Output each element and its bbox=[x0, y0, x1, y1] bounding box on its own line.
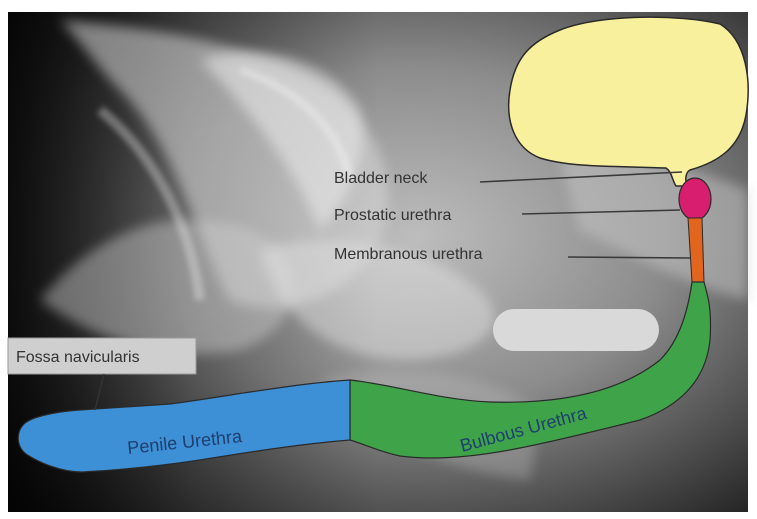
redaction-box bbox=[493, 309, 659, 351]
prostatic-urethra-label: Prostatic urethra bbox=[334, 207, 451, 224]
prostatic-urethra-region bbox=[679, 178, 711, 220]
fossa-navicularis-label: Fossa navicularis bbox=[16, 349, 140, 366]
membranous-urethra-label: Membranous urethra bbox=[334, 246, 483, 263]
bladder-neck-label: Bladder neck bbox=[334, 170, 428, 187]
